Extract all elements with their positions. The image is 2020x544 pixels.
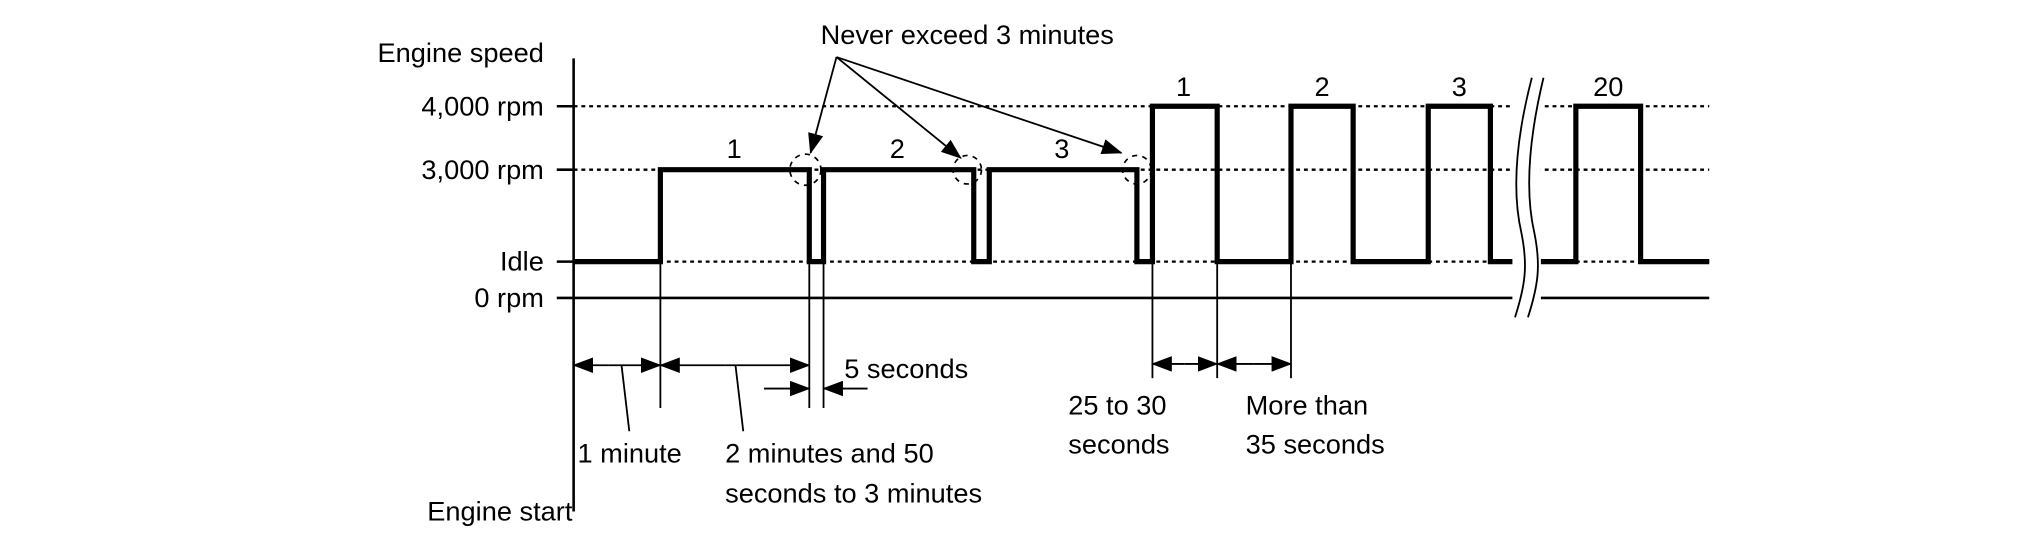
y-ticks	[556, 104, 574, 263]
callout-never-exceed: Never exceed 3 minutes	[821, 19, 1114, 50]
hold-label-2: 2	[890, 133, 905, 164]
hold-label-3: 3	[1054, 133, 1069, 164]
y-axis-title: Engine speed	[378, 37, 544, 68]
rest-duration-label-line1: More than	[1246, 389, 1368, 420]
callout-arrows	[789, 56, 1152, 187]
pulse-label-2: 2	[1315, 71, 1330, 102]
hold-duration-label-line2: seconds to 3 minutes	[725, 477, 982, 508]
level-label-4000: 4,000 rpm	[421, 90, 543, 121]
pulse-label-20: 20	[1593, 71, 1623, 102]
pulse-label-1: 1	[1176, 71, 1191, 102]
pulse-duration-label-line2: seconds	[1068, 428, 1169, 459]
level-label-3000: 3,000 rpm	[421, 154, 543, 185]
level-label-0rpm: 0 rpm	[474, 282, 544, 313]
pulse-duration-label-line1: 25 to 30	[1068, 389, 1166, 420]
idle-duration-label: 1 minute	[578, 437, 682, 468]
engine-speed-waveform	[573, 103, 1710, 265]
dimension-lines-stage2	[1151, 261, 1293, 379]
gap-duration-label: 5 seconds	[844, 353, 968, 384]
rest-duration-label-line2: 35 seconds	[1246, 428, 1385, 459]
engine-start-label: Engine start	[427, 496, 573, 527]
level-label-idle: Idle	[500, 246, 544, 277]
pulse-label-3: 3	[1452, 71, 1467, 102]
hold-label-1: 1	[727, 133, 742, 164]
hold-duration-label-line1: 2 minutes and 50	[725, 437, 934, 468]
dimension-lines-stage1	[572, 261, 868, 432]
time-break-icon	[1512, 77, 1545, 318]
